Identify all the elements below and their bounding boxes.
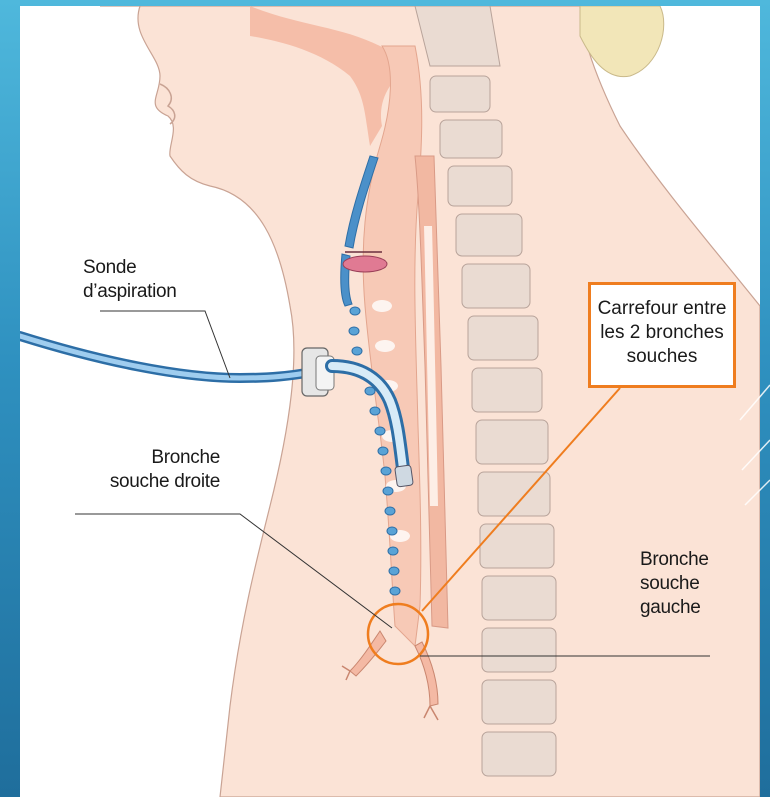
label-bronche-gauche: Bronche souche gauche <box>640 548 709 620</box>
label-sonde-line2: d’aspiration <box>83 280 177 304</box>
label-sonde: Sonde d’aspiration <box>83 256 177 304</box>
label-bronche-droite: Bronche souche droite <box>80 446 220 494</box>
callout-line3: souches <box>591 345 733 369</box>
callout-carrefour: Carrefour entre les 2 bronches souches <box>588 282 736 388</box>
label-sonde-line1: Sonde <box>83 256 177 280</box>
callout-text: Carrefour entre les 2 bronches souches <box>591 297 733 369</box>
vocal-cords <box>343 256 387 272</box>
callout-line1: Carrefour entre <box>591 297 733 321</box>
label-gauche-line3: gauche <box>640 596 709 620</box>
label-droite-line2: souche droite <box>80 470 220 494</box>
label-gauche-line1: Bronche <box>640 548 709 572</box>
label-droite-line1: Bronche <box>80 446 220 470</box>
callout-line2: les 2 bronches <box>591 321 733 345</box>
illustration-panel: Sonde d’aspiration Bronche souche droite… <box>20 6 760 797</box>
anatomy-illustration <box>20 6 760 797</box>
label-gauche-line2: souche <box>640 572 709 596</box>
